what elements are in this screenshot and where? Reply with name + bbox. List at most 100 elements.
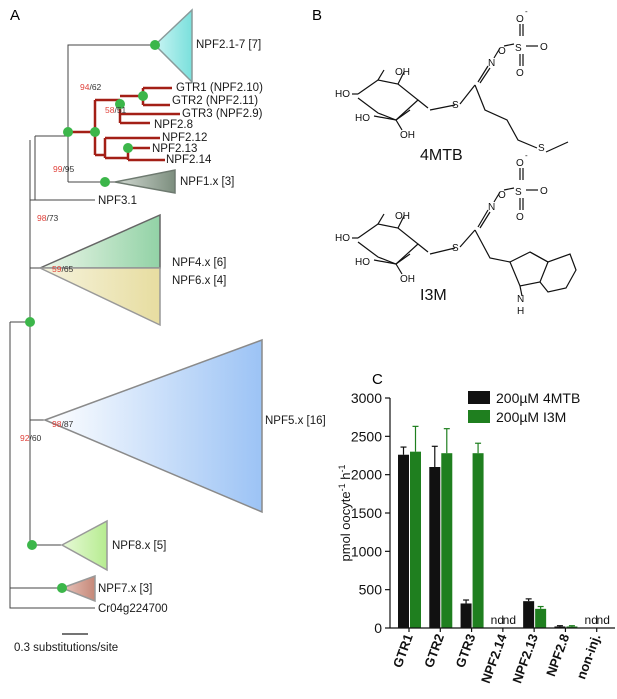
leaf-npf7: NPF7.x [3] (98, 583, 152, 595)
node-npf2-clade (90, 127, 100, 137)
node-npf7 (57, 583, 67, 593)
leaf-npf28: NPF2.8 (154, 119, 193, 131)
leaf-npf214: NPF2.14 (166, 154, 212, 166)
bar (566, 626, 578, 628)
nd-label: nd (503, 613, 516, 627)
mol2-oh2: OH (400, 274, 415, 285)
mol1-o1: O (498, 46, 506, 57)
mol1-minus: - (525, 7, 528, 16)
clade-npf1 (114, 169, 176, 194)
panel-label-c: C (372, 371, 383, 388)
mol1-ho1: HO (335, 89, 350, 100)
x-tick-label: GTR3 (452, 632, 478, 670)
y-tick-label: 3000 (351, 390, 382, 406)
y-tick-label: 2500 (351, 428, 382, 444)
leaf-npf1: NPF1.x [3] (180, 176, 234, 188)
y-axis-ticks: 0 500 1000 1500 2000 2500 3000 (351, 390, 390, 636)
support-5: 59/65 (52, 264, 74, 274)
mol1-o-minus: O (516, 14, 524, 25)
mol1-oh2: OH (400, 130, 415, 141)
leaf-npf6: NPF6.x [4] (172, 275, 226, 287)
support-2: 58/51 (105, 105, 127, 115)
node-npf213 (123, 143, 133, 153)
legend-swatch (468, 410, 490, 423)
nd-label: nd (597, 613, 610, 627)
scale-label: 0.3 substitutions/site (14, 642, 118, 654)
x-tick-label: GTR2 (421, 632, 447, 670)
panel-label-a: A (10, 7, 20, 24)
mol1-s3: S (538, 143, 545, 154)
mol2-ho2: HO (355, 257, 370, 268)
bar (523, 601, 535, 628)
y-tick-label: 0 (374, 620, 382, 636)
mol2-nh-h: H (517, 306, 524, 317)
leaf-npf213: NPF2.13 (152, 143, 197, 155)
mol2-name: I3M (420, 287, 447, 304)
y-axis-label: pmol oocyte-1 h-1 (337, 465, 353, 562)
mol1-ho2: HO (355, 113, 370, 124)
support-7: 92/60 (20, 433, 42, 443)
mol2-ho1: HO (335, 233, 350, 244)
clade-npf8 (60, 519, 108, 572)
nd-label: nd (491, 613, 504, 627)
branch-cr (9, 598, 95, 609)
leaf-gtr2: GTR2 (NPF2.11) (172, 95, 258, 107)
mol2-o-minus: O (516, 158, 524, 169)
mol2-n: N (488, 202, 495, 213)
legend-label: 200µM I3M (496, 409, 566, 425)
x-tick-label: NPF2.8 (543, 632, 572, 679)
bar (472, 453, 484, 628)
mol1-o2: O (540, 42, 548, 53)
molecule-i3m (352, 168, 577, 297)
mol1-s1: S (515, 43, 522, 54)
nd-label: nd (585, 613, 598, 627)
node-npf1 (100, 177, 110, 187)
chart-legend: 200µM 4MTB 200µM I3M (468, 390, 580, 425)
bar (535, 608, 547, 628)
mol2-s2: S (452, 243, 459, 254)
mol1-oh1: OH (395, 67, 410, 78)
tree-nodes (25, 40, 160, 593)
leaf-npf3: NPF3.1 (98, 195, 137, 207)
clade-npf21-7 (153, 8, 193, 84)
molecule-4mtb (352, 24, 569, 153)
y-tick-label: 1000 (351, 543, 382, 559)
y-tick-label: 1500 (351, 505, 382, 521)
mol2-o2: O (540, 186, 548, 197)
x-tick-label: NPF2.13 (509, 632, 541, 685)
leaf-npf8: NPF8.x [5] (112, 540, 166, 552)
mol1-n: N (488, 58, 495, 69)
support-4: 98/73 (37, 213, 59, 223)
node-npf8 (27, 540, 37, 550)
clade-npf5 (42, 338, 263, 514)
panel-label-b: B (312, 7, 322, 24)
node-gtr123 (115, 99, 125, 109)
x-tick-label: non-inj. (573, 632, 603, 681)
node-main (25, 317, 35, 327)
clade-npf7 (59, 574, 96, 603)
leaf-npf4: NPF4.x [6] (172, 257, 226, 269)
bar (398, 454, 409, 628)
leaf-npf212: NPF2.12 (162, 132, 207, 144)
y-tick-label: 500 (359, 582, 383, 598)
bar (554, 626, 566, 628)
leaf-gtr1: GTR1 (NPF2.10) (176, 82, 263, 94)
node-upper (63, 127, 73, 137)
x-tick-label: GTR1 (390, 632, 416, 670)
node-npf21 (150, 40, 160, 50)
y-tick-label: 2000 (351, 467, 382, 483)
support-6: 98/87 (52, 419, 74, 429)
bar (429, 467, 441, 628)
leaf-gtr3: GTR3 (NPF2.9) (182, 108, 263, 120)
legend-swatch (468, 391, 490, 404)
mol2-o1: O (498, 190, 506, 201)
leaf-npf5: NPF5.x [16] (265, 415, 326, 427)
mol2-oh1: OH (395, 211, 410, 222)
x-tick-label: NPF2.14 (478, 631, 510, 685)
mol2-minus: - (525, 151, 528, 160)
legend-label: 200µM 4MTB (496, 390, 580, 406)
bar (460, 603, 472, 628)
bar (441, 453, 453, 628)
